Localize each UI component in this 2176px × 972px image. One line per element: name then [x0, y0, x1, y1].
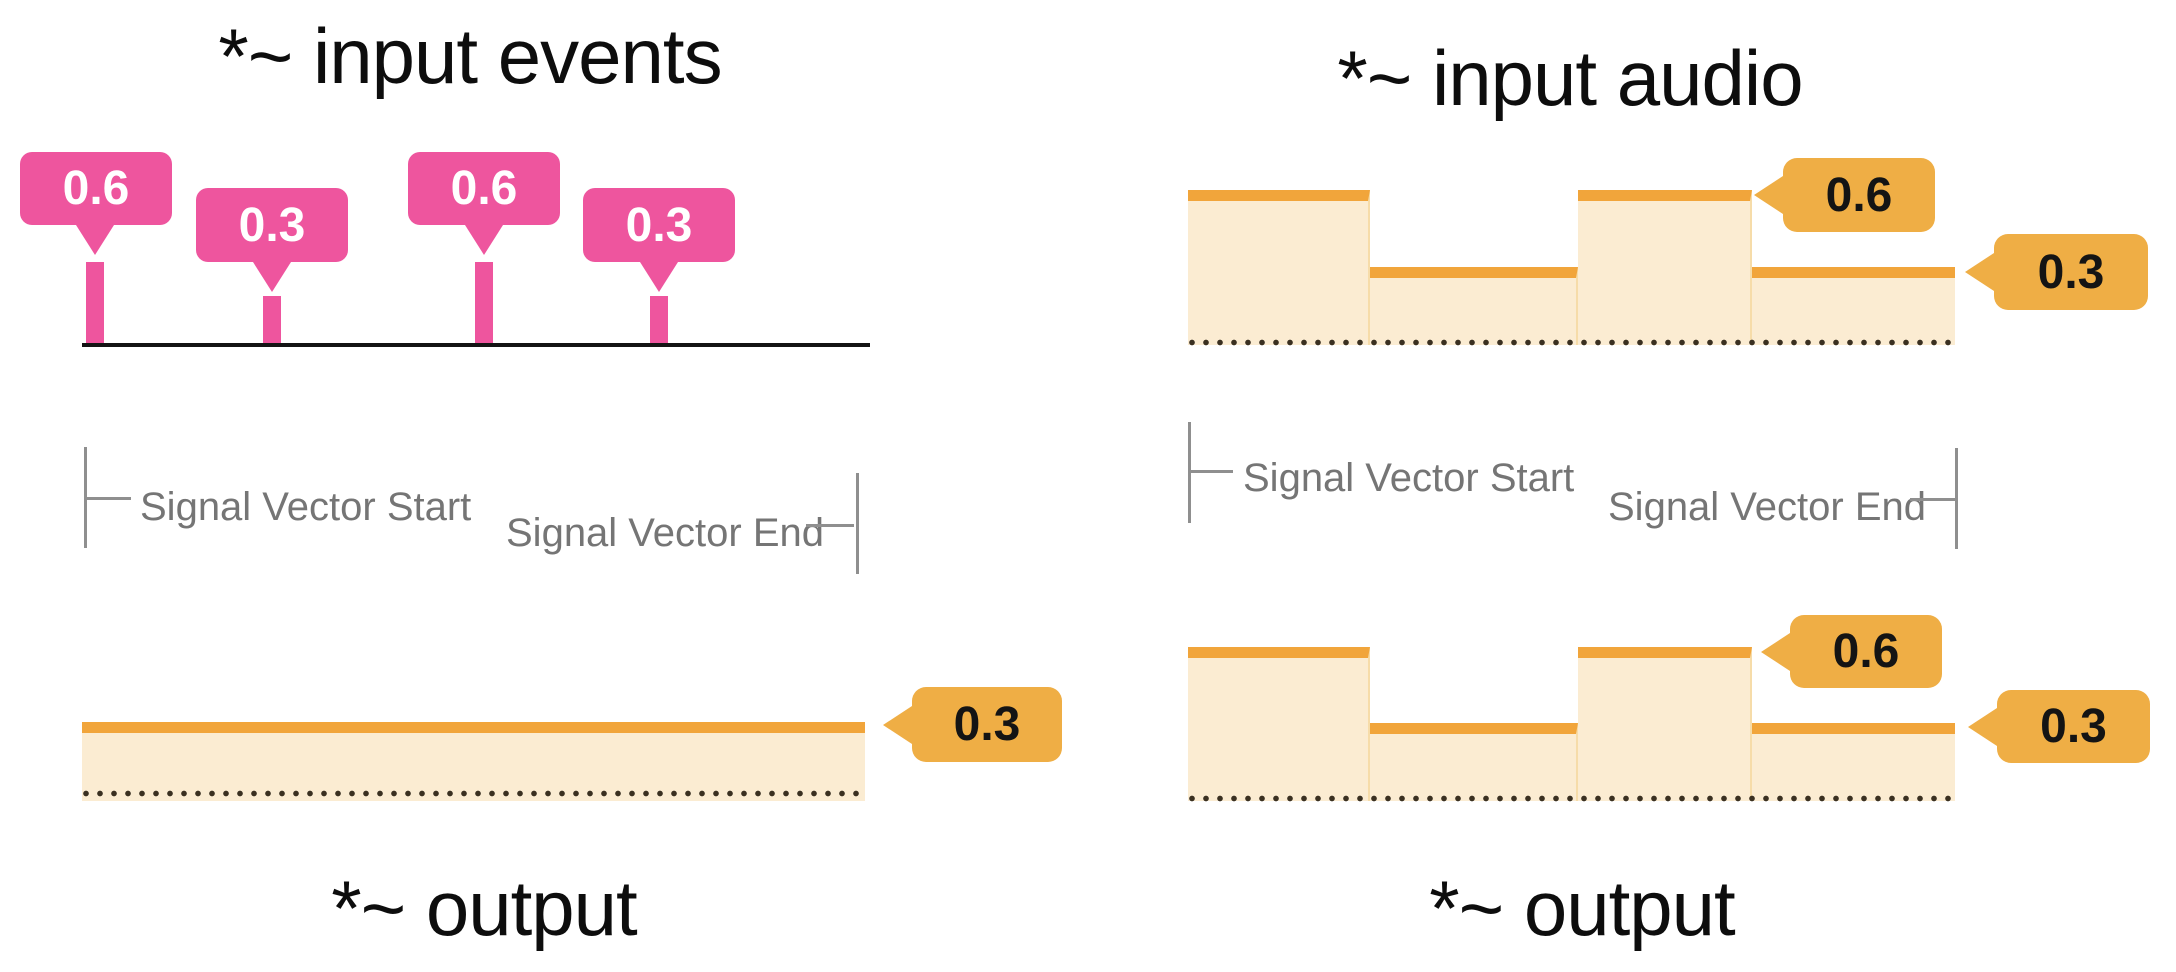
callout-pointer-icon: [1754, 176, 1783, 214]
callout-value: 0.6: [1832, 625, 1900, 678]
zero-baseline-dotted: [82, 790, 865, 797]
vector-end-connector: [806, 524, 854, 527]
event-value-3: 0.6: [450, 162, 518, 215]
title-input-audio: *~ input audio: [1337, 34, 1803, 122]
title-input-events: *~ input events: [218, 12, 722, 100]
value-callout-low: 0.3: [1965, 234, 2148, 310]
event-stem-4: [650, 296, 668, 346]
value-callout-high: 0.6: [1754, 158, 1935, 232]
event-stem-3: [475, 262, 493, 346]
vector-start-tick: [1188, 422, 1191, 523]
event-marker-2: 0.3: [196, 188, 348, 292]
marker-pointer-icon: [76, 225, 114, 255]
zero-baseline-dotted: [1188, 795, 1958, 802]
vector-end-label: Signal Vector End: [506, 511, 824, 555]
audio-step-low-1: [1370, 267, 1578, 345]
callout-value: 0.3: [2037, 245, 2105, 299]
vector-start-connector: [1191, 470, 1233, 473]
callout-value: 0.3: [2040, 700, 2107, 753]
audio-step-low-2: [1752, 267, 1955, 345]
title-output-right: *~ output: [1429, 864, 1735, 952]
vector-end-connector: [1910, 498, 1956, 501]
marker-pointer-icon: [465, 225, 503, 255]
marker-pointer-icon: [253, 262, 291, 292]
event-value-2: 0.3: [238, 198, 306, 252]
title-output-left: *~ output: [331, 864, 637, 952]
callout-value: 0.6: [1825, 168, 1893, 222]
output-step-high-1: [1188, 647, 1370, 801]
value-callout-low: 0.3: [883, 687, 1062, 762]
vector-start-label: Signal Vector Start: [140, 485, 472, 529]
audio-step-high-2: [1578, 190, 1752, 345]
callout-value: 0.3: [953, 698, 1021, 751]
vector-start-tick: [84, 447, 87, 548]
vector-end-tick: [856, 473, 859, 574]
value-callout-low: 0.3: [1968, 690, 2150, 763]
event-stem-2: [263, 296, 281, 346]
audio-step-high-1: [1188, 190, 1370, 345]
event-value-1: 0.6: [62, 162, 130, 215]
vector-start-label: Signal Vector Start: [1243, 456, 1575, 500]
callout-pointer-icon: [883, 705, 912, 744]
marker-pointer-icon: [640, 262, 678, 292]
output-step-low-2: [1752, 723, 1955, 801]
output-step-high-2: [1578, 647, 1752, 801]
callout-pointer-icon: [1965, 253, 1994, 291]
zero-baseline-dotted: [1188, 339, 1958, 346]
callout-pointer-icon: [1761, 632, 1790, 671]
events-timeline-baseline: [82, 343, 870, 347]
vector-end-tick: [1955, 448, 1958, 549]
event-value-4: 0.3: [625, 198, 693, 252]
event-marker-1: 0.6: [20, 152, 172, 255]
event-marker-4: 0.3: [583, 188, 735, 292]
output-signal-constant: [82, 722, 865, 801]
callout-pointer-icon: [1968, 707, 1997, 746]
vector-start-connector: [87, 497, 131, 500]
event-stem-1: [86, 262, 104, 346]
output-step-low-1: [1370, 723, 1578, 801]
vector-end-label: Signal Vector End: [1608, 485, 1926, 529]
event-marker-3: 0.6: [408, 152, 560, 255]
value-callout-high: 0.6: [1761, 615, 1942, 688]
